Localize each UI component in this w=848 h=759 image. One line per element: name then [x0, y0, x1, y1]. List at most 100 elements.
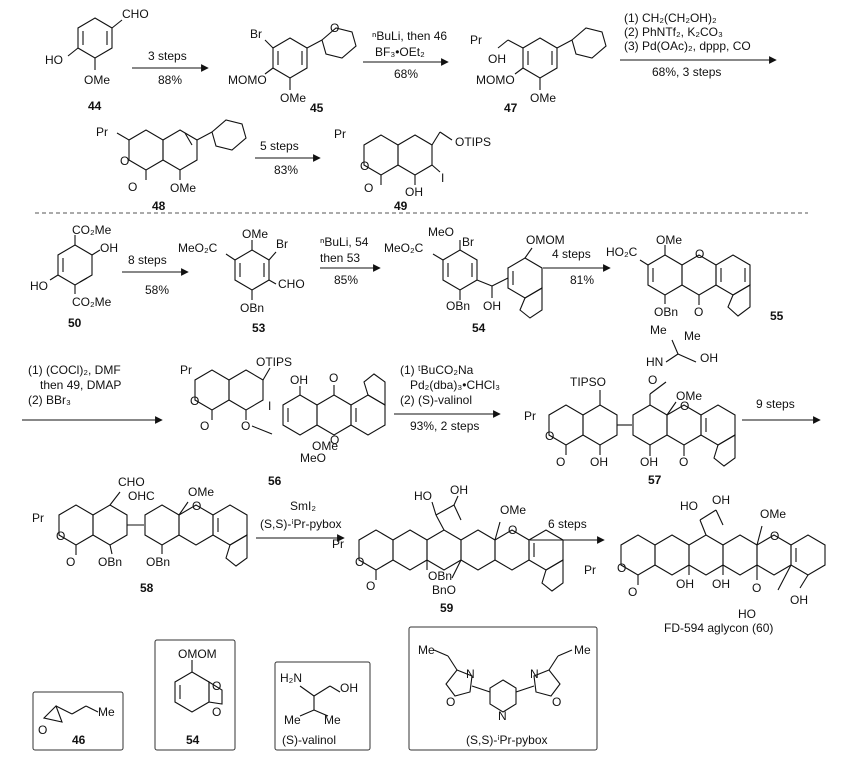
- compound-label-53: 53: [252, 321, 266, 335]
- svg-text:N: N: [498, 709, 507, 723]
- arrow-step-6: ⁿBuLi, 54 then 53 85%: [320, 235, 381, 287]
- svg-text:MeO₂C: MeO₂C: [178, 241, 218, 255]
- svg-text:OMe: OMe: [188, 485, 214, 499]
- svg-text:3 steps: 3 steps: [148, 49, 187, 63]
- compound-label-47: 47: [504, 101, 518, 115]
- svg-text:O: O: [212, 705, 221, 719]
- reagent-box-pybox: N N N O O Me Me (S,S)-ⁱPr-pybox: [408, 626, 598, 751]
- compound-49: Pr O O OH I OTIPS 49: [334, 127, 491, 213]
- svg-text:OH: OH: [712, 577, 730, 591]
- svg-text:H₂N: H₂N: [280, 671, 302, 685]
- svg-text:CO₂Me: CO₂Me: [72, 223, 112, 237]
- svg-text:OMe: OMe: [280, 91, 306, 105]
- svg-text:MeO: MeO: [300, 451, 326, 465]
- svg-text:ⁿBuLi, then 46: ⁿBuLi, then 46: [372, 29, 447, 43]
- svg-text:(1) (COCl)₂, DMF: (1) (COCl)₂, DMF: [28, 363, 121, 377]
- svg-text:O: O: [190, 394, 199, 408]
- compound-label-56: 56: [268, 474, 282, 488]
- arrow-step-8: (1) (COCl)₂, DMF then 49, DMAP (2) BBr₃: [22, 363, 163, 424]
- svg-text:HO: HO: [30, 279, 48, 293]
- svg-text:MeO: MeO: [428, 225, 454, 239]
- svg-text:81%: 81%: [570, 273, 594, 287]
- compound-45: Br MOMO OMe O 45: [228, 21, 357, 115]
- compound-label-54-box: 54: [186, 733, 200, 747]
- svg-text:Pr: Pr: [470, 33, 482, 47]
- svg-text:O: O: [360, 159, 369, 173]
- compound-57: Pr O O TIPSO OH O O HN Me Me OH OMe OH O…: [524, 323, 736, 487]
- svg-text:OBn: OBn: [428, 569, 452, 583]
- svg-text:O: O: [355, 555, 364, 569]
- svg-text:OMe: OMe: [242, 227, 268, 241]
- svg-text:HO: HO: [680, 499, 698, 513]
- svg-text:Me: Me: [650, 323, 667, 337]
- svg-text:Pr: Pr: [584, 563, 596, 577]
- svg-text:HN: HN: [646, 355, 663, 369]
- svg-text:O: O: [241, 419, 250, 433]
- svg-text:HO: HO: [414, 489, 432, 503]
- svg-text:O: O: [366, 579, 375, 593]
- svg-text:Pr: Pr: [332, 537, 344, 551]
- svg-text:OH: OH: [700, 351, 718, 365]
- svg-text:Me: Me: [684, 329, 701, 343]
- compound-60: Pr O O HO OH O OMe OH OH O OH HO FD-594 …: [584, 493, 826, 635]
- svg-text:(1) ᵗBuCO₂Na: (1) ᵗBuCO₂Na: [400, 363, 474, 377]
- svg-text:OHC: OHC: [128, 489, 155, 503]
- svg-text:O: O: [200, 419, 209, 433]
- compound-56: Pr O O OTIPS I O O O OH OMe MeO 56: [180, 355, 386, 488]
- arrow-step-1: 3 steps 88%: [132, 49, 209, 87]
- svg-text:68%: 68%: [394, 67, 418, 81]
- svg-text:O: O: [56, 529, 65, 543]
- compound-label-59: 59: [440, 601, 454, 615]
- svg-text:CO₂Me: CO₂Me: [72, 295, 112, 309]
- arrow-step-5: 8 steps 58%: [122, 253, 189, 297]
- svg-text:OMOM: OMOM: [526, 233, 565, 247]
- svg-text:O: O: [120, 154, 129, 168]
- svg-text:O: O: [752, 581, 761, 595]
- compound-label-48: 48: [152, 199, 166, 213]
- compound-label-45: 45: [310, 101, 324, 115]
- svg-text:SmI₂: SmI₂: [290, 499, 316, 513]
- svg-text:BnO: BnO: [432, 583, 456, 597]
- reagent-box-54: OMOM O O 54: [154, 639, 236, 751]
- svg-text:OBn: OBn: [446, 299, 470, 313]
- svg-text:OH: OH: [100, 241, 118, 255]
- compound-label-58: 58: [140, 581, 154, 595]
- svg-text:CHO: CHO: [118, 475, 145, 489]
- svg-text:O: O: [330, 433, 339, 447]
- svg-text:OMe: OMe: [170, 181, 196, 195]
- svg-text:Pr: Pr: [96, 125, 108, 139]
- svg-text:CHO: CHO: [278, 277, 305, 291]
- svg-text:(2) PhNTf₂, K₂CO₃: (2) PhNTf₂, K₂CO₃: [624, 25, 723, 39]
- svg-text:CHO: CHO: [122, 7, 149, 21]
- svg-text:Br: Br: [276, 237, 288, 251]
- svg-text:OMe: OMe: [656, 233, 682, 247]
- svg-text:Me: Me: [98, 705, 115, 719]
- svg-text:85%: 85%: [334, 273, 358, 287]
- svg-text:OH: OH: [590, 455, 608, 469]
- svg-text:(2) BBr₃: (2) BBr₃: [28, 393, 71, 407]
- svg-text:Pr: Pr: [32, 511, 44, 525]
- svg-text:O: O: [628, 585, 637, 599]
- svg-text:TIPSO: TIPSO: [570, 375, 606, 389]
- reagent-box-valinol: H₂N OH Me Me (S)-valinol: [274, 661, 371, 751]
- svg-text:OBn: OBn: [98, 555, 122, 569]
- svg-text:O: O: [545, 429, 554, 443]
- svg-text:OMe: OMe: [312, 439, 338, 453]
- svg-text:4 steps: 4 steps: [552, 247, 591, 261]
- compound-label-57: 57: [648, 473, 662, 487]
- svg-text:O: O: [648, 373, 657, 387]
- compound-48: Pr O O OMe 48: [96, 119, 247, 213]
- svg-text:9 steps: 9 steps: [756, 397, 795, 411]
- svg-text:6 steps: 6 steps: [548, 517, 587, 531]
- svg-text:93%, 2 steps: 93%, 2 steps: [410, 419, 479, 433]
- svg-text:O: O: [552, 695, 561, 709]
- svg-text:OH: OH: [483, 299, 501, 313]
- svg-text:O: O: [364, 181, 373, 195]
- arrow-step-10: 9 steps: [742, 397, 821, 424]
- svg-text:(S)-valinol: (S)-valinol: [282, 733, 336, 747]
- svg-text:I: I: [268, 399, 271, 413]
- svg-text:MeO₂C: MeO₂C: [384, 241, 424, 255]
- svg-text:5 steps: 5 steps: [260, 139, 299, 153]
- svg-text:83%: 83%: [274, 163, 298, 177]
